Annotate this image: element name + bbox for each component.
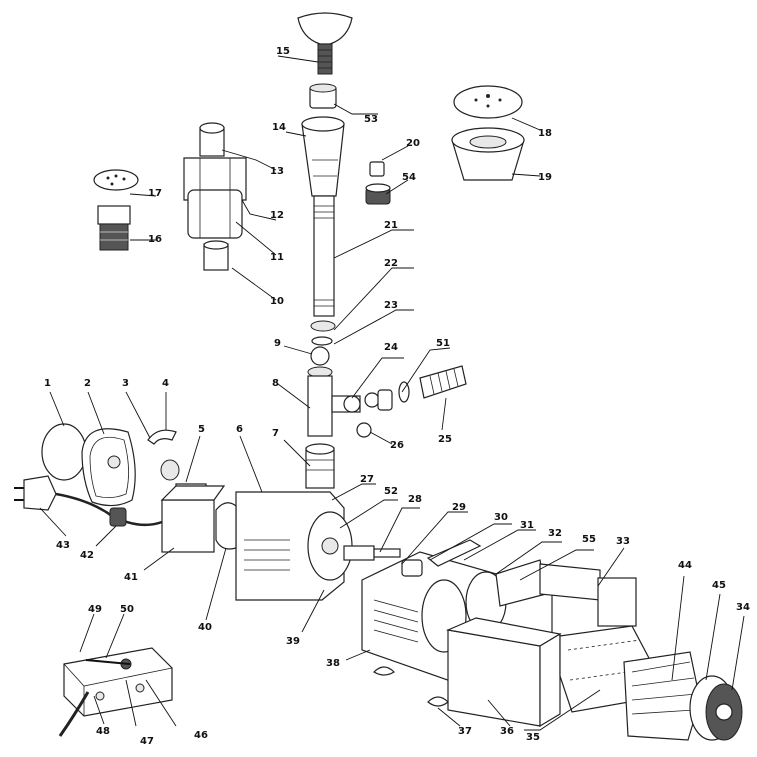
part-pump-housing (215, 491, 353, 601)
label-31: 31 (520, 520, 534, 531)
part-power-plug (14, 475, 57, 511)
label-19: 19 (538, 172, 552, 183)
part-ball-joint (310, 346, 330, 366)
label-13: 13 (270, 166, 284, 177)
label-8: 8 (272, 378, 279, 389)
label-40: 40 (198, 622, 212, 633)
label-18: 18 (538, 128, 552, 139)
label-7: 7 (272, 428, 279, 439)
label-49: 49 (88, 604, 102, 615)
label-26: 26 (390, 440, 404, 451)
label-38: 38 (326, 658, 340, 669)
label-50: 50 (120, 604, 134, 615)
label-5: 5 (198, 424, 205, 435)
label-55: 55 (582, 534, 596, 545)
part-motor-internals (401, 539, 547, 607)
part-potting-block (445, 617, 562, 728)
label-27: 27 (360, 474, 374, 485)
part-telescopic-assembly (183, 122, 247, 271)
part-riser-tube (313, 195, 335, 317)
label-37: 37 (458, 726, 472, 737)
label-1: 1 (44, 378, 51, 389)
label-12: 12 (270, 210, 284, 221)
label-44: 44 (678, 560, 692, 571)
part-tee-connector (307, 366, 372, 438)
label-6: 6 (236, 424, 243, 435)
label-35: 35 (526, 732, 540, 743)
label-45: 45 (712, 580, 726, 591)
label-30: 30 (494, 512, 508, 523)
part-cable-clamp (109, 507, 127, 527)
part-mounting-bracket (58, 647, 173, 737)
label-2: 2 (84, 378, 91, 389)
label-22: 22 (384, 258, 398, 269)
label-16: 16 (148, 234, 162, 245)
label-24: 24 (384, 342, 398, 353)
part-cone-extension (301, 116, 345, 197)
label-25: 25 (438, 434, 452, 445)
part-switch-box (160, 483, 226, 553)
part-ring-nut (365, 183, 391, 205)
label-42: 42 (80, 550, 94, 561)
label-9: 9 (274, 338, 281, 349)
label-29: 29 (452, 502, 466, 513)
part-hose-clip (147, 429, 177, 445)
label-14: 14 (272, 122, 286, 133)
part-nozzle-head-large (451, 85, 525, 181)
part-side-fittings (364, 381, 410, 411)
part-rubber-foot (427, 696, 449, 707)
leader-lines (39, 55, 745, 731)
label-20: 20 (406, 138, 420, 149)
label-17: 17 (148, 188, 162, 199)
label-32: 32 (548, 528, 562, 539)
label-53: 53 (364, 114, 378, 125)
part-suction-cover (41, 423, 87, 481)
label-52: 52 (384, 486, 398, 497)
callout-labels: 15 53 14 13 12 11 10 17 16 18 19 20 54 2… (44, 46, 750, 747)
label-4: 4 (162, 378, 169, 389)
part-nozzle-head-small (93, 169, 139, 251)
label-33: 33 (616, 536, 630, 547)
label-36: 36 (500, 726, 514, 737)
label-11: 11 (270, 252, 284, 263)
part-o-ring (311, 336, 333, 346)
label-34: 34 (736, 602, 750, 613)
part-impeller (689, 675, 743, 741)
label-47: 47 (140, 736, 154, 747)
label-48: 48 (96, 726, 110, 737)
label-3: 3 (122, 378, 129, 389)
label-41: 41 (124, 572, 138, 583)
part-rotor-shaft (343, 545, 401, 561)
part-front-cover (81, 428, 136, 507)
label-54: 54 (402, 172, 416, 183)
part-rubber-foot (373, 666, 395, 676)
label-39: 39 (286, 636, 300, 647)
part-small-sleeve (369, 161, 385, 177)
part-nut (309, 83, 337, 109)
label-43: 43 (56, 540, 70, 551)
label-28: 28 (408, 494, 422, 505)
label-46: 46 (194, 730, 208, 741)
label-23: 23 (384, 300, 398, 311)
label-51: 51 (436, 338, 450, 349)
label-21: 21 (384, 220, 398, 231)
part-o-ring (310, 320, 336, 332)
part-stator-box (539, 563, 637, 627)
label-10: 10 (270, 296, 284, 307)
label-15: 15 (276, 46, 290, 57)
part-hose-barb (419, 365, 467, 399)
part-impeller-cover (623, 651, 701, 741)
part-grommet (160, 459, 180, 481)
part-fountain-nozzle (297, 12, 353, 75)
part-thread-connector (305, 443, 335, 489)
